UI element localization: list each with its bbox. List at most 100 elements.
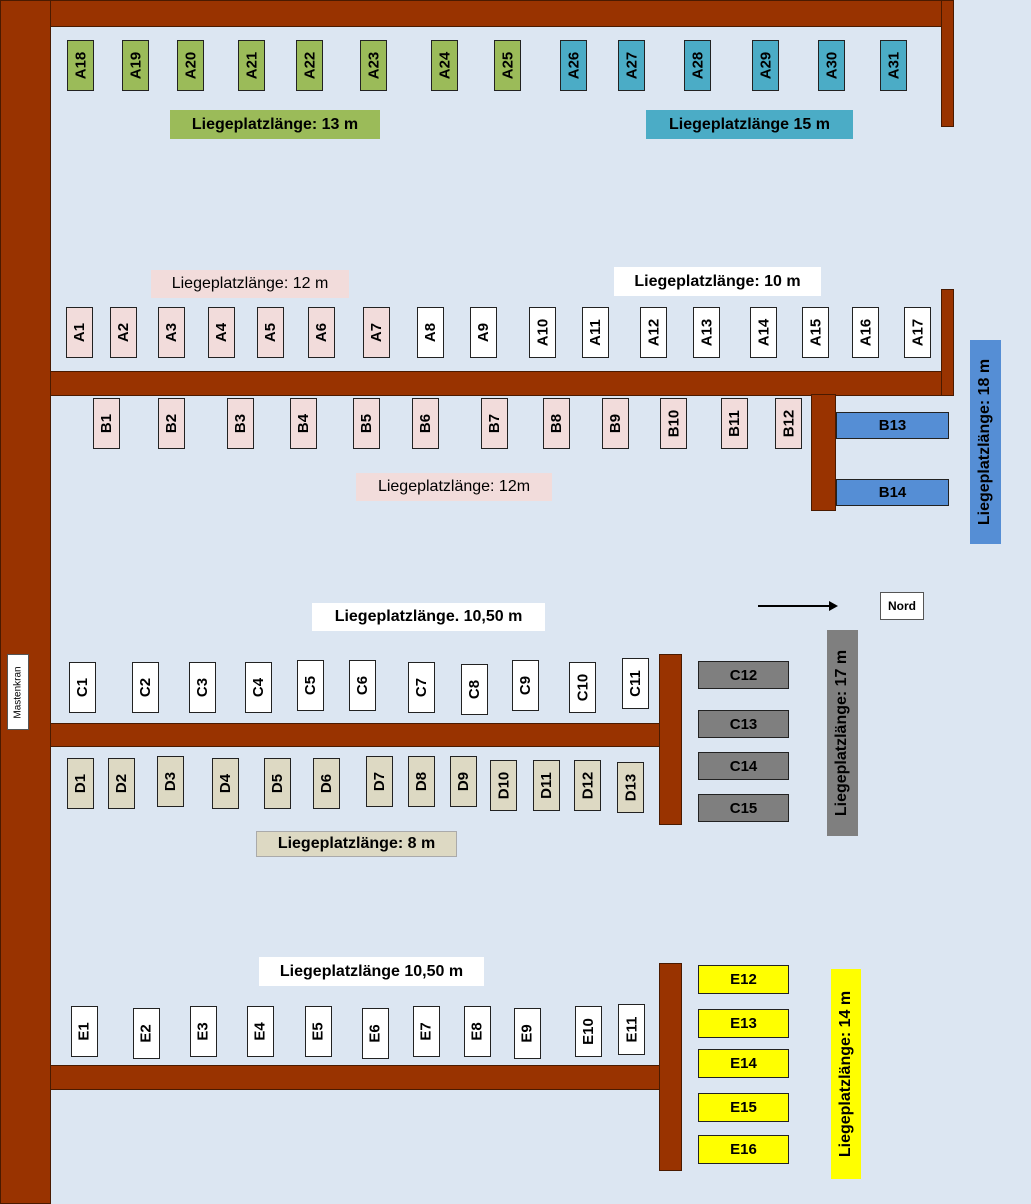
berth-label: A16 [857,318,874,347]
berth-label: E9 [518,1024,536,1043]
berth-d1: D1 [67,758,94,809]
berth-label: A4 [213,322,230,343]
berth-e1: E1 [71,1006,98,1057]
berth-b13: B13 [836,412,949,439]
berth-label: A21 [243,51,260,80]
crane-label: Mastenkran [7,654,29,730]
berth-label: A14 [755,318,772,347]
berth-label: B8 [548,413,565,434]
berth-label: A25 [499,51,516,80]
berth-e10: E10 [575,1006,602,1057]
length-label-c-gray: Liegeplatzlänge: 17 m [827,630,858,836]
berth-label: C12 [729,666,758,684]
berth-label: C8 [466,679,483,700]
pier-b-side [811,394,836,511]
berth-a17: A17 [904,307,931,358]
berth-label: C1 [74,677,91,698]
berth-a26: A26 [560,40,587,91]
berth-label: C15 [729,799,758,817]
berth-label: A17 [909,318,926,347]
berth-label: A18 [72,51,89,80]
berth-label: E13 [730,1015,757,1032]
berth-label: A6 [313,322,330,343]
berth-a5: A5 [257,307,284,358]
berth-label: A11 [587,319,605,346]
berth-label: E16 [730,1141,757,1158]
berth-label: D9 [455,771,472,792]
berth-e8: E8 [464,1006,491,1057]
berth-a20: A20 [177,40,204,91]
berth-label: A26 [565,51,582,80]
berth-a25: A25 [494,40,521,91]
berth-label: C3 [194,677,211,698]
berth-label: B13 [878,417,907,434]
berth-label: C2 [137,677,154,698]
berth-label: B4 [295,413,312,434]
length-label-e-white: Liegeplatzlänge 10,50 m [259,957,484,986]
berth-label: E11 [623,1016,640,1043]
length-label-b-pink: Liegeplatzlänge: 12m [356,473,552,501]
berth-label: E2 [137,1024,155,1043]
pier-ab-end [941,289,954,396]
berth-b8: B8 [543,398,570,449]
berth-a3: A3 [158,307,185,358]
berth-label: B5 [358,413,375,434]
berth-label: D2 [113,773,130,794]
berth-label: D4 [217,773,234,794]
berth-label: A27 [623,51,640,80]
berth-a11: A11 [582,307,609,358]
berth-c12: C12 [698,661,789,689]
berth-label: E8 [468,1022,486,1041]
north-arrow [758,601,838,611]
berth-a18: A18 [67,40,94,91]
berth-label: A8 [422,322,439,343]
length-label-a-teal: Liegeplatzlänge 15 m [646,110,853,139]
length-label-a-white: Liegeplatzlänge: 10 m [614,267,821,296]
berth-label: B6 [417,413,434,434]
berth-label: E15 [730,1099,757,1116]
berth-c8: C8 [461,664,488,715]
berth-a30: A30 [818,40,845,91]
berth-a27: A27 [618,40,645,91]
berth-e9: E9 [514,1008,541,1059]
berth-d9: D9 [450,756,477,807]
berth-label: B10 [665,409,682,438]
berth-label: E1 [75,1022,93,1041]
berth-e3: E3 [190,1006,217,1057]
berth-label: C11 [627,670,645,697]
berth-label: C4 [250,677,267,698]
length-label-a-pink: Liegeplatzlänge: 12 m [151,270,349,298]
berth-e7: E7 [413,1006,440,1057]
berth-label: B3 [232,413,249,434]
length-label-c-white: Liegeplatzlänge. 10,50 m [312,603,545,631]
berth-label: E14 [730,1055,757,1072]
berth-label: C5 [302,675,319,696]
berth-c13: C13 [698,710,789,738]
berth-d12: D12 [574,760,601,811]
length-label-a-green: Liegeplatzlänge: 13 m [170,110,380,139]
pier-a-top [50,0,944,27]
berth-d8: D8 [408,756,435,807]
berth-label: B7 [486,413,503,434]
berth-label: D13 [622,773,639,802]
berth-b5: B5 [353,398,380,449]
berth-label: B12 [780,409,797,438]
main-quay [0,0,51,1204]
berth-d13: D13 [617,762,644,813]
berth-label: A10 [534,318,551,347]
berth-d11: D11 [533,760,560,811]
berth-label: A31 [885,51,902,80]
berth-a29: A29 [752,40,779,91]
berth-a15: A15 [802,307,829,358]
berth-label: D10 [495,771,512,800]
berth-c10: C10 [569,662,596,713]
berth-d7: D7 [366,756,393,807]
berth-label: B1 [98,413,115,434]
berth-e13: E13 [698,1009,789,1038]
berth-label: B9 [607,413,624,434]
berth-a7: A7 [363,307,390,358]
berth-b7: B7 [481,398,508,449]
berth-d2: D2 [108,758,135,809]
berth-label: A3 [163,322,180,343]
